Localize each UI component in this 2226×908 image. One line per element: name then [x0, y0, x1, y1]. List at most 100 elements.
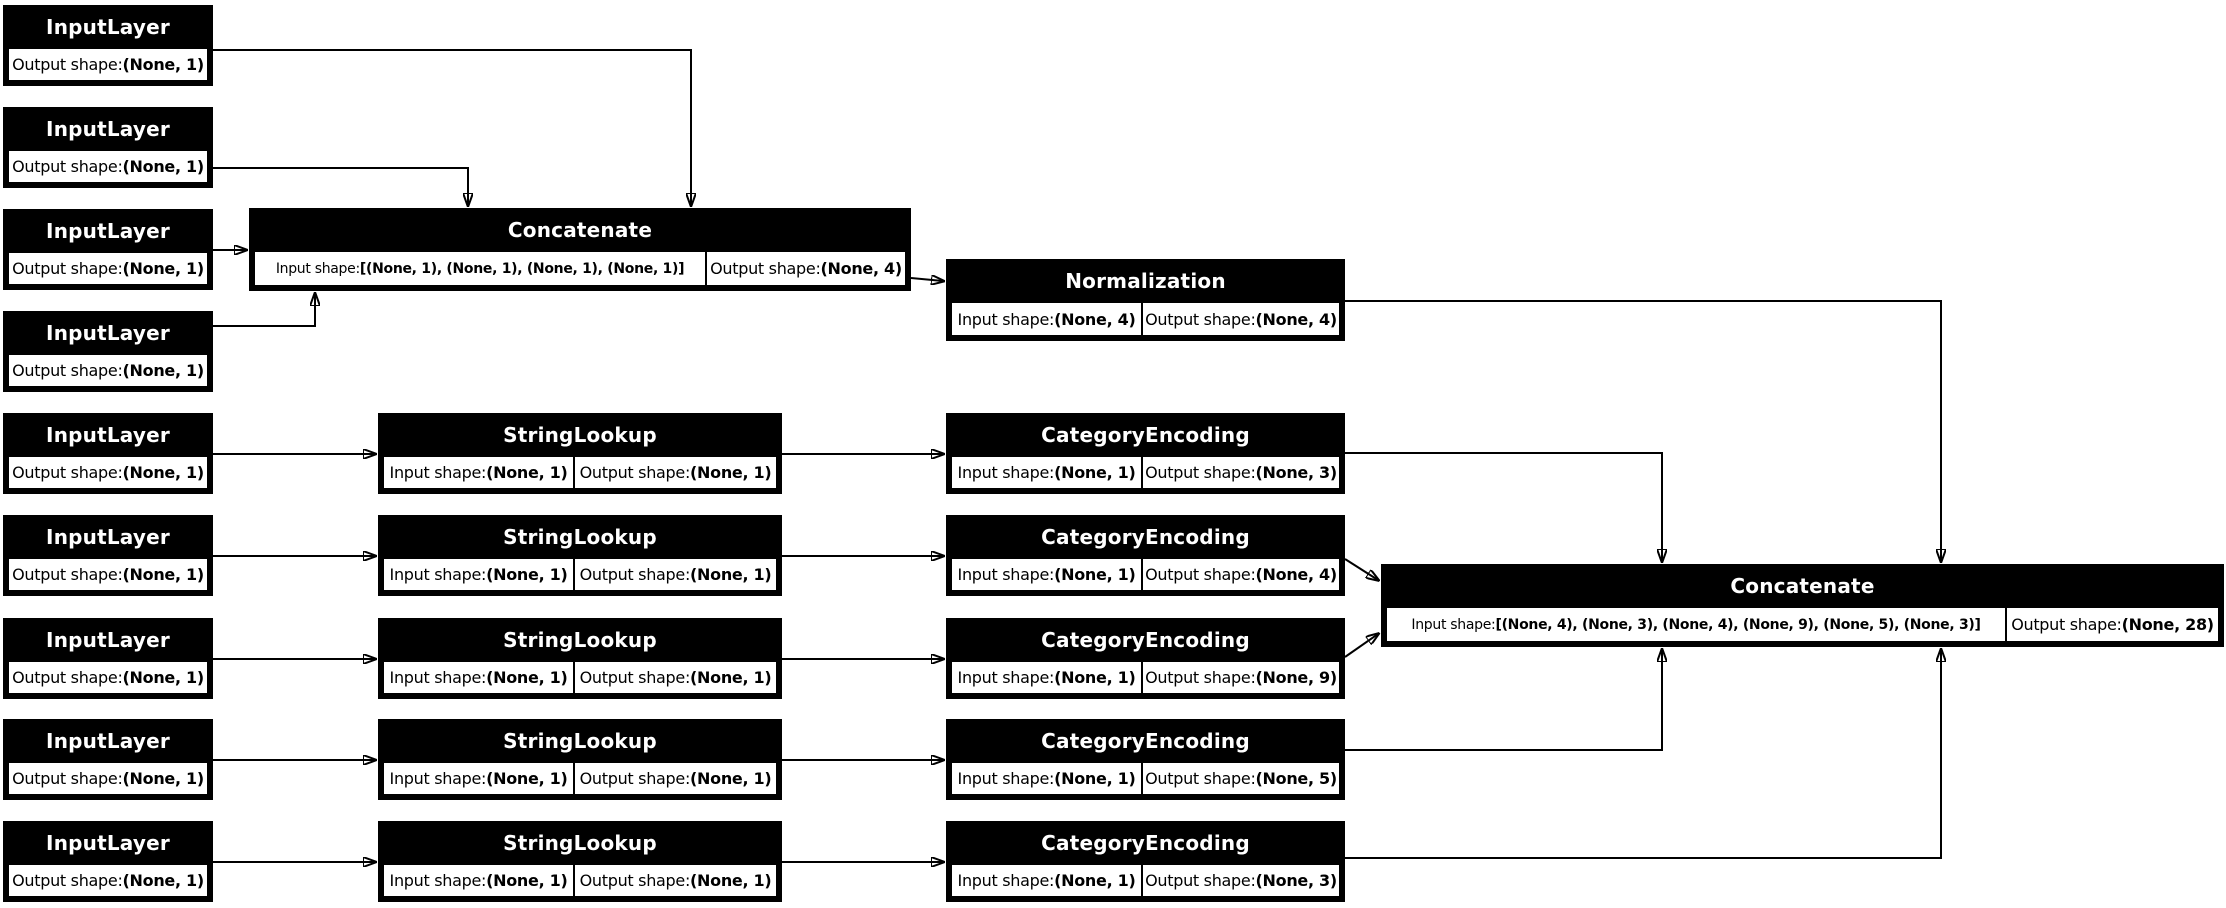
input-shape-cell: Input shape: (None, 1) [382, 863, 575, 898]
input-shape-value: (None, 1) [486, 565, 568, 584]
output-shape-value: (None, 4) [1255, 309, 1338, 329]
node-normalization: Normalization Input shape: (None, 4) Out… [946, 259, 1345, 341]
node-inputlayer-8: InputLayer Output shape: (None, 1) [3, 719, 213, 800]
output-shape-value: (None, 1) [122, 259, 205, 278]
input-shape-cell: Input shape: [(None, 1), (None, 1), (Non… [253, 250, 707, 287]
layer-title: StringLookup [503, 729, 657, 753]
input-shape-label: Input shape: [957, 309, 1055, 329]
layer-title: StringLookup [503, 525, 657, 549]
layer-title: InputLayer [46, 525, 170, 549]
output-shape-label: Output shape: [12, 769, 123, 788]
edge-categoryencoding2-to-concatenate2 [1344, 558, 1378, 580]
node-stringlookup-3: StringLookup Input shape: (None, 1) Outp… [378, 618, 782, 699]
layer-title: CategoryEncoding [1041, 423, 1250, 447]
layer-title: Concatenate [507, 218, 653, 242]
node-categoryencoding-4: CategoryEncoding Input shape: (None, 1) … [946, 719, 1345, 800]
output-shape-cell: Output shape: (None, 3) [1141, 455, 1341, 490]
input-shape-value: (None, 1) [1054, 871, 1136, 890]
output-shape-value: (None, 1) [690, 668, 772, 687]
layer-title: CategoryEncoding [1041, 831, 1250, 855]
output-shape-cell: Output shape: (None, 3) [1141, 863, 1341, 898]
input-shape-cell: Input shape: (None, 4) [950, 301, 1143, 337]
layer-title: Normalization [1065, 269, 1226, 293]
layer-title: InputLayer [46, 117, 170, 141]
output-shape-label: Output shape: [579, 668, 691, 687]
output-shape-label: Output shape: [1145, 668, 1256, 687]
input-shape-value: (None, 1) [1054, 769, 1136, 788]
node-inputlayer-6: InputLayer Output shape: (None, 1) [3, 515, 213, 596]
input-shape-label: Input shape: [389, 769, 487, 788]
edge-concatenate1-to-normalization [910, 278, 943, 281]
layer-title: CategoryEncoding [1041, 525, 1250, 549]
layer-title: StringLookup [503, 628, 657, 652]
output-shape-cell: Output shape: (None, 1) [573, 455, 778, 490]
output-shape-value: (None, 1) [122, 871, 205, 890]
input-shape-value: (None, 1) [486, 668, 568, 687]
output-shape-value: (None, 1) [690, 871, 772, 890]
output-shape-value: (None, 1) [122, 668, 205, 687]
output-shape-label: Output shape: [579, 463, 691, 482]
output-shape-cell: Output shape: (None, 1) [7, 557, 209, 592]
input-shape-label: Input shape: [389, 565, 487, 584]
input-shape-label: Input shape: [957, 871, 1055, 890]
layer-title: InputLayer [46, 321, 170, 345]
output-shape-label: Output shape: [710, 259, 821, 278]
output-shape-label: Output shape: [12, 361, 123, 380]
input-shape-label: Input shape: [957, 769, 1055, 788]
node-inputlayer-7: InputLayer Output shape: (None, 1) [3, 618, 213, 699]
input-shape-cell: Input shape: (None, 1) [382, 761, 575, 796]
output-shape-label: Output shape: [12, 259, 123, 278]
output-shape-label: Output shape: [1145, 871, 1256, 890]
edge-categoryencoding4-to-concatenate2 [1345, 650, 1662, 751]
output-shape-value: (None, 28) [2121, 615, 2214, 634]
output-shape-cell: Output shape: (None, 1) [573, 761, 778, 796]
edge-inputlayer1-to-concatenate1 [213, 49, 691, 205]
input-shape-value: [(None, 1), (None, 1), (None, 1), (None,… [359, 260, 685, 277]
output-shape-cell: Output shape: (None, 1) [573, 660, 778, 695]
edge-inputlayer4-to-concatenate1 [213, 294, 315, 327]
output-shape-cell: Output shape: (None, 4) [705, 250, 907, 287]
layer-title: InputLayer [46, 729, 170, 753]
edge-categoryencoding5-to-concatenate2 [1345, 650, 1941, 859]
input-shape-cell: Input shape: (None, 1) [382, 557, 575, 592]
output-shape-label: Output shape: [12, 668, 123, 687]
output-shape-cell: Output shape: (None, 1) [7, 761, 209, 796]
input-shape-label: Input shape: [389, 871, 487, 890]
output-shape-label: Output shape: [1145, 565, 1256, 584]
output-shape-label: Output shape: [579, 769, 691, 788]
node-categoryencoding-2: CategoryEncoding Input shape: (None, 1) … [946, 515, 1345, 596]
output-shape-label: Output shape: [1145, 463, 1256, 482]
output-shape-value: (None, 1) [122, 769, 205, 788]
output-shape-value: (None, 4) [820, 259, 903, 278]
output-shape-value: (None, 4) [1255, 565, 1338, 584]
node-inputlayer-1: InputLayer Output shape: (None, 1) [3, 5, 213, 86]
output-shape-cell: Output shape: (None, 1) [7, 863, 209, 898]
output-shape-cell: Output shape: (None, 5) [1141, 761, 1341, 796]
output-shape-cell: Output shape: (None, 1) [7, 149, 209, 184]
input-shape-label: Input shape: [275, 260, 360, 277]
input-shape-label: Input shape: [957, 668, 1055, 687]
input-shape-value: (None, 1) [486, 769, 568, 788]
input-shape-cell: Input shape: [(None, 4), (None, 3), (Non… [1385, 606, 2007, 643]
node-inputlayer-5: InputLayer Output shape: (None, 1) [3, 413, 213, 494]
node-concatenate-1: Concatenate Input shape: [(None, 1), (No… [249, 208, 911, 291]
layer-title: InputLayer [46, 15, 170, 39]
layer-title: InputLayer [46, 219, 170, 243]
edge-categoryencoding1-to-concatenate2 [1345, 452, 1662, 561]
node-inputlayer-2: InputLayer Output shape: (None, 1) [3, 107, 213, 188]
input-shape-cell: Input shape: (None, 1) [382, 455, 575, 490]
layer-title: InputLayer [46, 628, 170, 652]
input-shape-cell: Input shape: (None, 1) [950, 660, 1143, 695]
output-shape-label: Output shape: [12, 565, 123, 584]
input-shape-value: (None, 1) [486, 871, 568, 890]
node-inputlayer-9: InputLayer Output shape: (None, 1) [3, 821, 213, 902]
input-shape-cell: Input shape: (None, 1) [382, 660, 575, 695]
layer-title: StringLookup [503, 423, 657, 447]
input-shape-value: (None, 4) [1054, 309, 1136, 329]
input-shape-label: Input shape: [957, 463, 1055, 482]
output-shape-cell: Output shape: (None, 28) [2005, 606, 2220, 643]
output-shape-value: (None, 9) [1255, 668, 1338, 687]
output-shape-value: (None, 5) [1255, 769, 1338, 788]
output-shape-value: (None, 1) [122, 361, 205, 380]
output-shape-cell: Output shape: (None, 1) [7, 47, 209, 82]
